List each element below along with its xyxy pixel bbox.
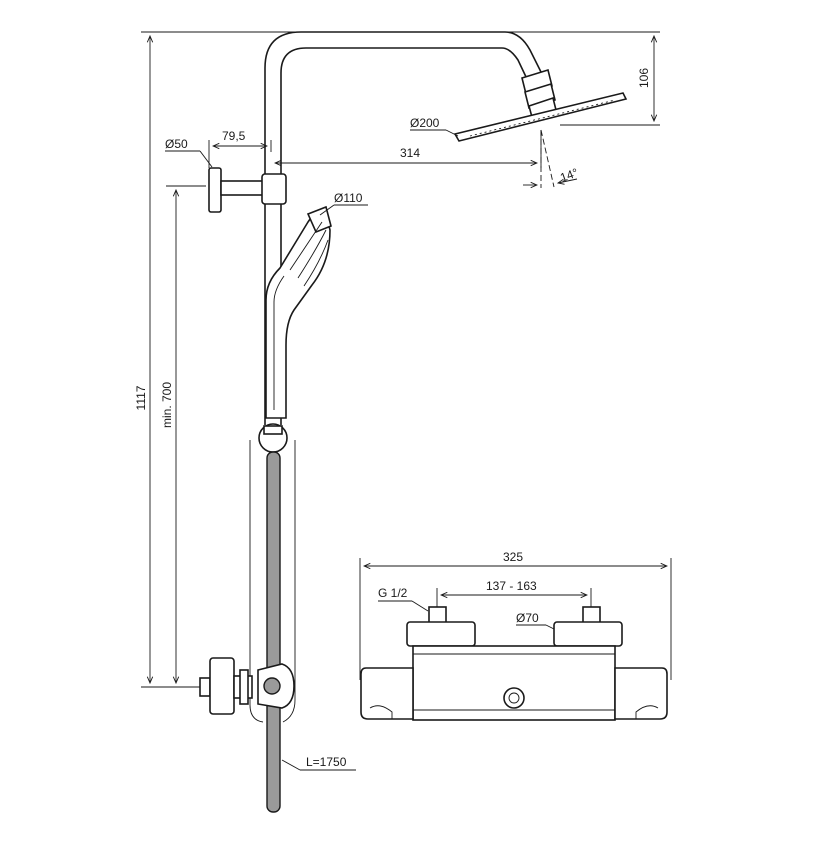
riser-pipe: [264, 31, 542, 425]
head-diameter-label: Ø200: [410, 116, 440, 130]
hand-shower-diameter-label: Ø110: [334, 191, 363, 205]
inlet-cover-label: Ø70: [516, 611, 539, 625]
wall-bracket: [208, 167, 287, 213]
total-height-label: 1117: [134, 385, 148, 410]
inlet-thread-label: G 1/2: [378, 586, 408, 600]
head-rise-dimension: 106: [530, 31, 660, 126]
head-tilt-dimension: 14°: [523, 129, 580, 188]
hose-length-callout: L=1750: [281, 755, 356, 771]
mixer-width-label: 325: [503, 550, 523, 564]
wall-flange-label: Ø50: [165, 137, 188, 151]
head-shower: Ø200: [410, 92, 628, 142]
arm-reach-dimension: 314: [275, 130, 542, 168]
head-tilt-label: 14°: [558, 165, 580, 184]
wall-flange-callout: Ø50: [165, 137, 213, 168]
hose-length-label: L=1750: [306, 755, 347, 769]
head-rise-label: 106: [637, 68, 651, 88]
min-height-dimension: min. 700: [160, 185, 206, 683]
arm-offset-label: 79,5: [222, 129, 246, 143]
inlet-spacing-label: 137 - 163: [486, 579, 537, 593]
arm-reach-label: 314: [400, 146, 420, 160]
arm-offset-dimension: 79,5: [208, 129, 272, 168]
hand-shower: Ø110: [265, 191, 368, 419]
bottom-connection: [199, 657, 295, 715]
thermostatic-mixer: 325 137 - 163 G 1/2 Ø70: [359, 550, 672, 721]
min-height-label: min. 700: [160, 382, 174, 428]
hand-shower-holder: [258, 423, 288, 453]
shower-hose: [249, 440, 296, 813]
